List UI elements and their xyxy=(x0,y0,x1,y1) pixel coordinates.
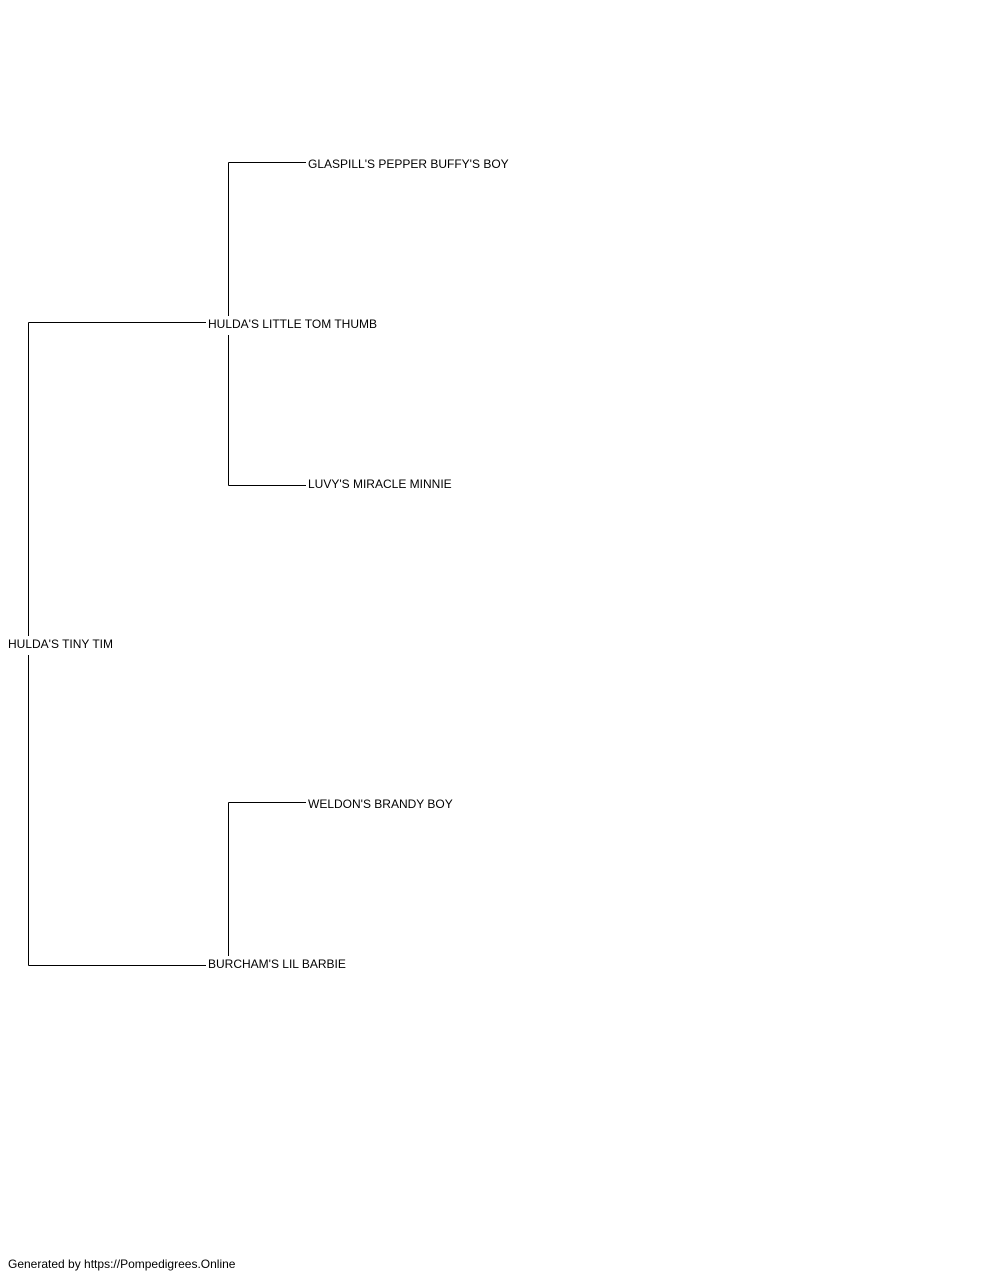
sire-name: HULDA'S LITTLE TOM THUMB xyxy=(208,317,377,331)
dam-name: BURCHAM'S LIL BARBIE xyxy=(208,957,346,971)
sire-dam-name: LUVY'S MIRACLE MINNIE xyxy=(308,477,452,491)
sire-sire-name: GLASPILL'S PEPPER BUFFY'S BOY xyxy=(308,157,509,171)
dam-sire-name: WELDON'S BRANDY BOY xyxy=(308,797,453,811)
subject-name: HULDA'S TINY TIM xyxy=(8,637,113,651)
generated-by-footer: Generated by https://Pompedigrees.Online xyxy=(8,1257,236,1271)
